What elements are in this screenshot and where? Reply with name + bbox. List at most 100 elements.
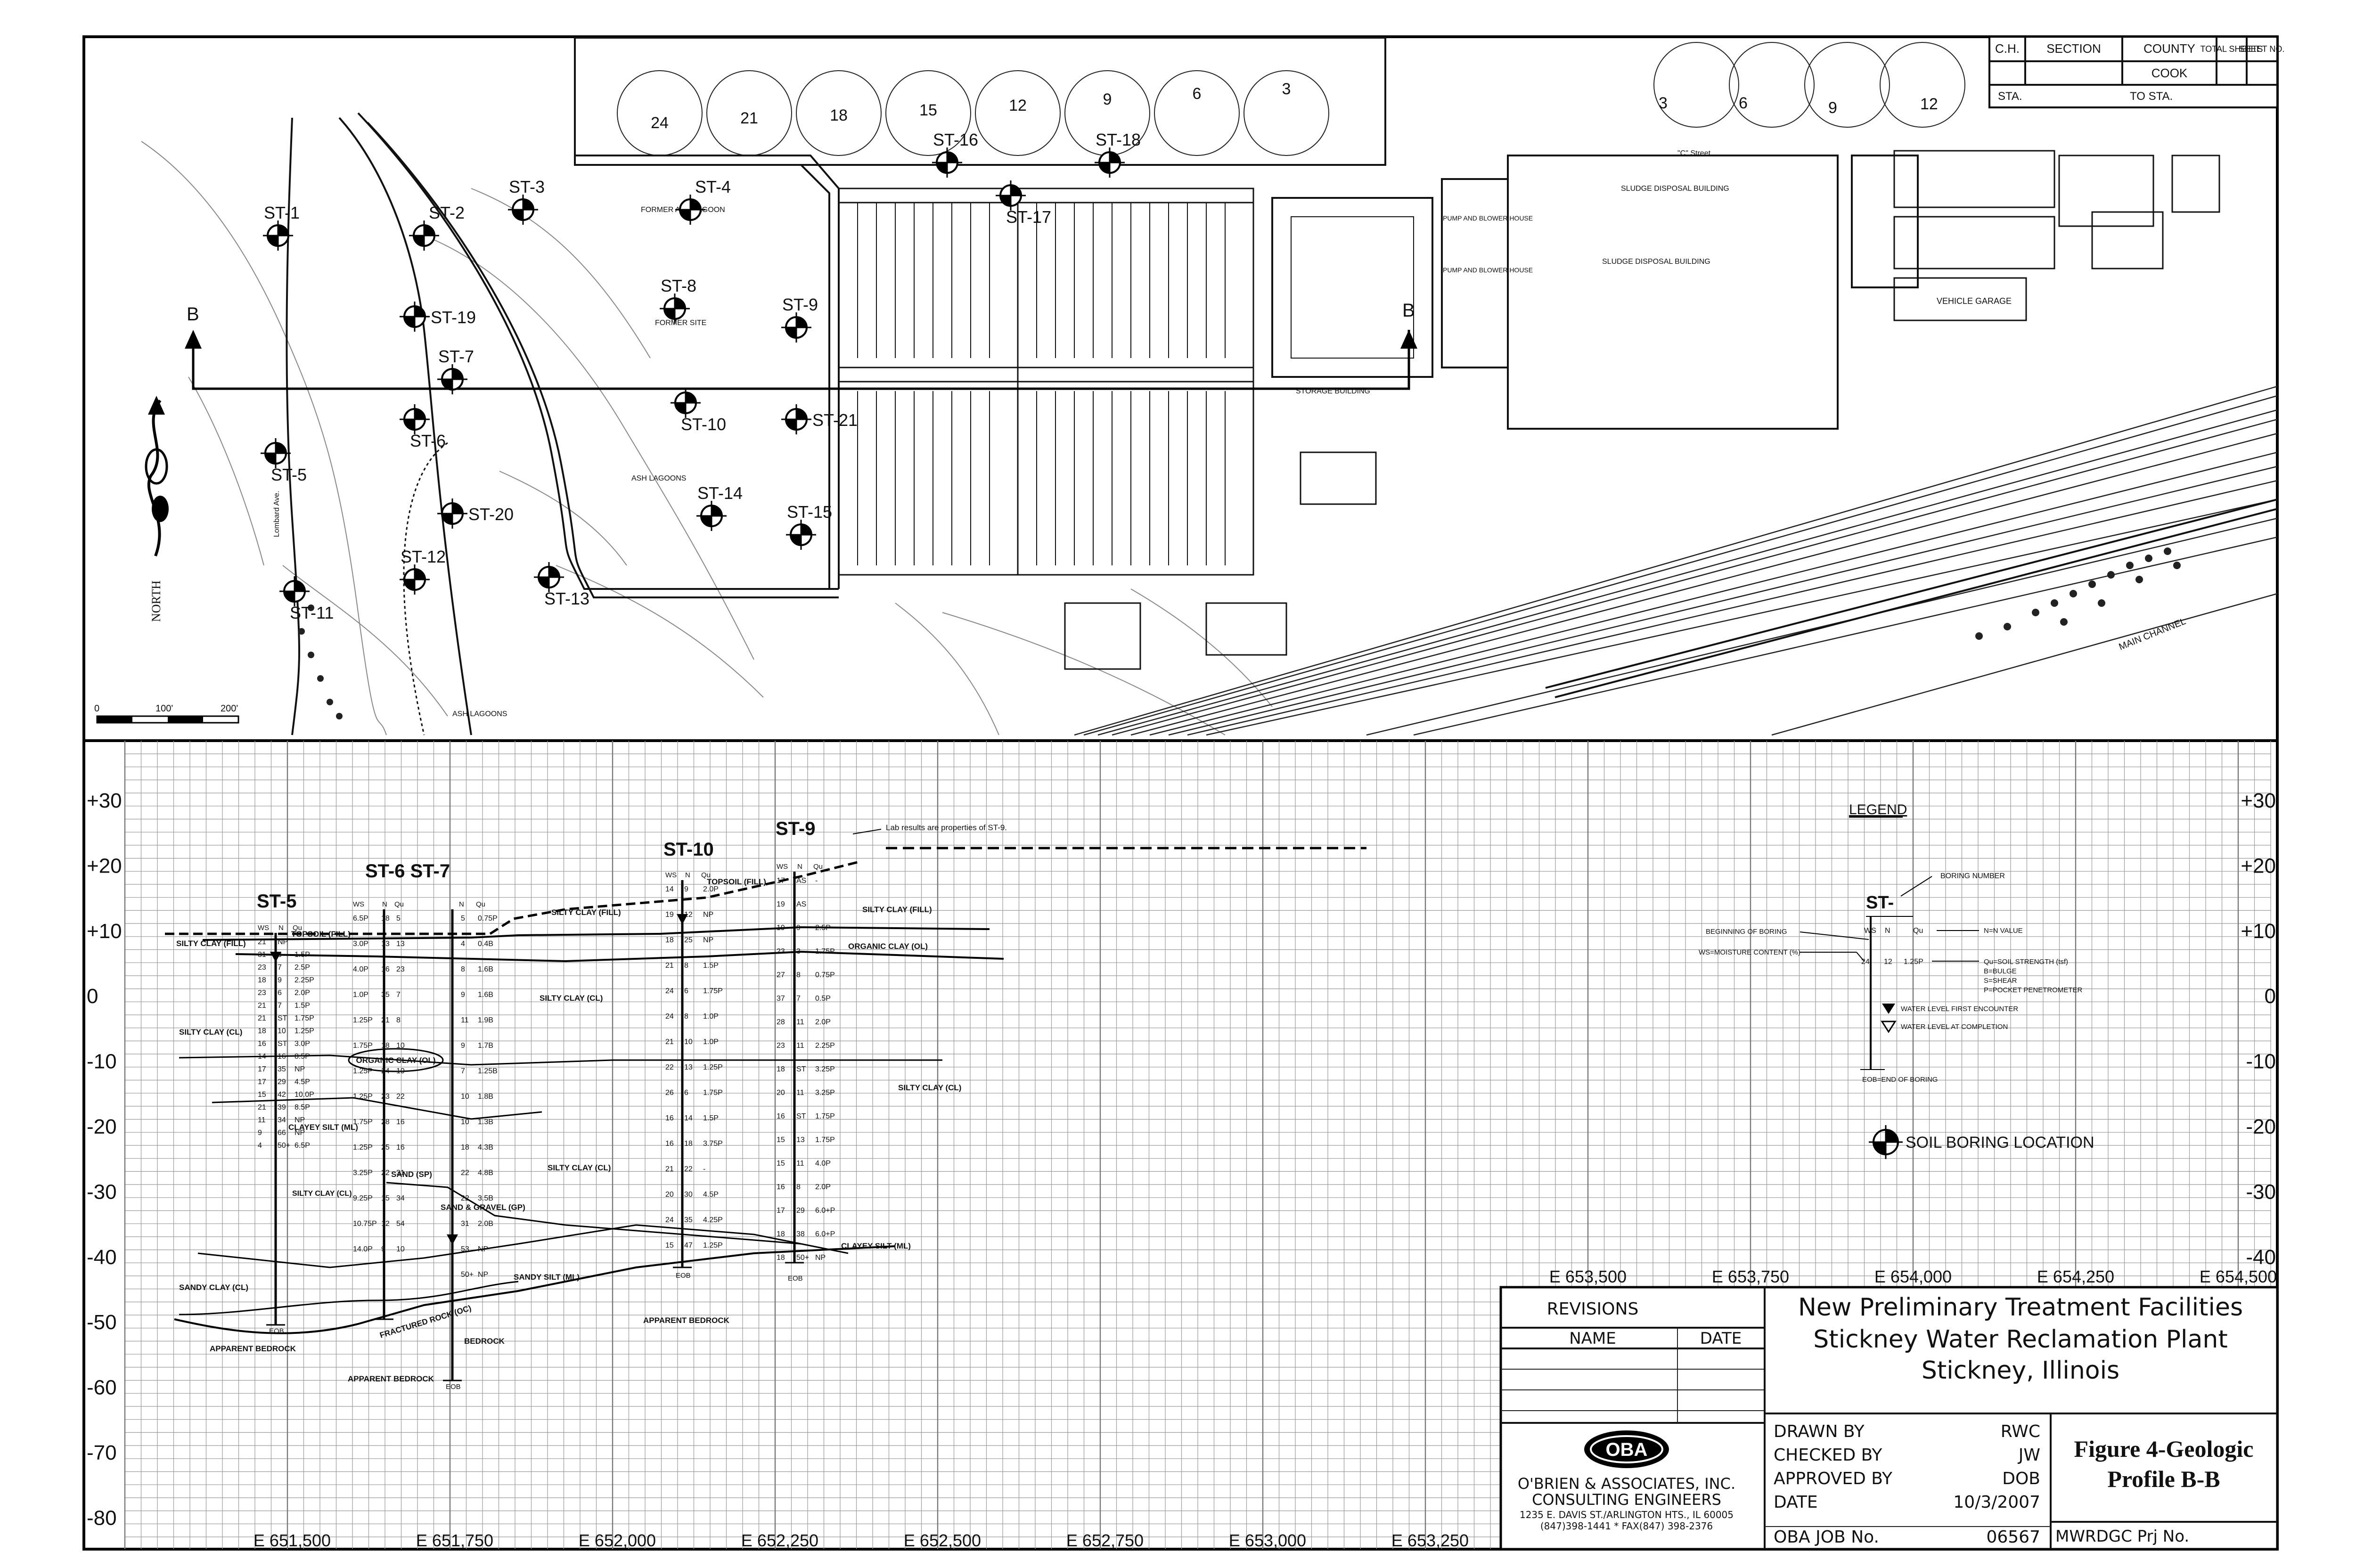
boring-symbol-st-1: ST-1	[263, 203, 300, 251]
revisions-title: REVISIONS	[1547, 1299, 1639, 1319]
log-value: 15	[777, 1160, 785, 1168]
log-value: 1.3B	[478, 1118, 493, 1126]
water-level-icon	[677, 914, 688, 924]
project-line-2: Stickney Water Reclamation Plant	[1813, 1325, 2227, 1354]
log-value: 21	[258, 938, 266, 946]
easting-label: E 652,500	[904, 1531, 981, 1550]
easting-label-right: E 654,500	[2200, 1267, 2277, 1286]
log-value: 20	[665, 1191, 674, 1199]
log-value: 20	[777, 1089, 785, 1097]
log-value: 4.0P	[353, 965, 368, 973]
tank-6: 6	[1193, 85, 1202, 103]
log-value: 1.75P	[353, 1042, 373, 1050]
elevation-axis-right: +30+20+100-10-20-30-40	[2241, 789, 2276, 1269]
eob-label: EOB	[676, 1272, 691, 1280]
log-value: 16	[665, 1114, 674, 1122]
boring-symbol-st-2: ST-2	[409, 203, 465, 251]
log-value: 0.4B	[478, 940, 493, 948]
c-street-label: "C" Street	[1677, 149, 1711, 157]
garage-label: VEHICLE GARAGE	[1937, 296, 2012, 306]
log-value: 18	[381, 1042, 390, 1050]
log-value: 13	[381, 940, 390, 948]
log-value: 3.0P	[294, 1040, 310, 1048]
legend-boring-prefix: ST-	[1866, 893, 1894, 913]
col-header-n: N	[685, 871, 690, 879]
log-value: 22	[684, 1165, 693, 1173]
log-value: 4.5P	[703, 1191, 719, 1199]
boring-symbol-st-17: ST-17	[996, 180, 1051, 227]
top-title-block: C.H. SECTION COUNTY TOTAL SHEETS SHEET N…	[1988, 36, 2284, 108]
log-value: 3	[278, 951, 282, 959]
boring-label-st-5: ST-5	[271, 465, 307, 484]
log-value: 4.25P	[703, 1216, 723, 1224]
log-value: 0.75P	[478, 915, 498, 923]
label-silty-clay-fill-c: SILTY CLAY (FILL)	[862, 905, 932, 914]
log-value: 8	[396, 1016, 401, 1024]
water-level-icon	[270, 952, 281, 962]
log-value: 37	[777, 995, 785, 1003]
elevation-label-left: +10	[87, 920, 122, 943]
oba-logo	[1584, 1430, 1669, 1468]
buildings	[1064, 150, 2220, 670]
elevation-label-left: 0	[87, 985, 98, 1008]
log-value: 24	[665, 1013, 674, 1021]
lab-note-text: Lab results are properties of ST-9.	[886, 823, 1007, 832]
tank-r9: 9	[1828, 99, 1837, 117]
log-value: 22	[665, 1063, 674, 1071]
log-value: 28	[381, 1118, 390, 1126]
label-bedrock: BEDROCK	[464, 1337, 505, 1346]
log-value: 14	[684, 1114, 693, 1122]
log-value: 50+	[278, 1142, 290, 1150]
log-value: 9	[278, 976, 282, 984]
log-value: 5	[461, 915, 465, 923]
elevation-label-right: +30	[2241, 789, 2276, 812]
log-value: 2.0P	[815, 1018, 831, 1026]
rail-tracks	[1074, 385, 2278, 736]
log-value: 2.5P	[294, 964, 310, 972]
label-silty-clay-cl-b: SILTY CLAY (CL)	[898, 1083, 961, 1092]
log-value: 9	[796, 924, 801, 932]
water-level-first-icon	[1882, 1004, 1895, 1014]
tank-24: 24	[651, 114, 669, 132]
log-value: 17	[777, 1207, 785, 1215]
log-value: 1.25B	[478, 1067, 498, 1075]
scale-bar: 0 100' 200'	[94, 703, 239, 724]
log-value: 7	[278, 1002, 282, 1010]
log-value: 25	[684, 936, 693, 944]
elevation-label-right: -40	[2246, 1246, 2276, 1269]
log-value: 47	[684, 1241, 693, 1250]
log-value: 17	[258, 1078, 266, 1086]
tank-3: 3	[1282, 80, 1291, 98]
eob-label: EOB	[446, 1383, 461, 1391]
log-value: 16	[396, 1118, 405, 1126]
log-value: 15	[665, 1241, 674, 1250]
log-value: 34	[396, 1194, 405, 1202]
lab-note: Lab results are properties of ST-9.	[852, 823, 1007, 834]
eob-label: EOB	[269, 1327, 284, 1335]
log-value: 9	[258, 1129, 262, 1137]
profile-section: +30+20+100-10-20-30-40-50-60-70-80 +30+2…	[87, 741, 2277, 1550]
figure-title-2: Profile B-B	[2107, 1466, 2220, 1492]
label-apparent-bedrock-a: APPARENT BEDROCK	[210, 1344, 296, 1353]
log-value: 6	[684, 987, 688, 995]
log-value: 23	[381, 1093, 390, 1101]
elevation-label-right: -20	[2246, 1115, 2276, 1138]
legend-sample-ws: 24	[1861, 958, 1870, 966]
log-value: 1.25P	[353, 1067, 373, 1075]
scale-100: 100'	[155, 703, 173, 714]
log-value: 12	[684, 911, 693, 919]
lower-title-block: REVISIONS NAME DATE New Preliminary Trea…	[1499, 1286, 2279, 1551]
boring-symbol-st-12: ST-12	[400, 547, 446, 595]
legend-qu: Qu	[1913, 927, 1923, 935]
legend-title: LEGEND	[1849, 802, 1907, 817]
log-value: 11	[461, 1016, 469, 1024]
log-value: 54	[396, 1220, 405, 1228]
boring-label-st-8: ST-8	[661, 276, 696, 295]
water-level-completion-icon	[1881, 1021, 1897, 1033]
legend-qu-p: P=POCKET PENETROMETER	[1984, 986, 2083, 994]
col-header-n: N	[382, 900, 387, 908]
log-value: 2.0P	[703, 885, 719, 893]
easting-label: E 653,250	[1391, 1531, 1469, 1550]
